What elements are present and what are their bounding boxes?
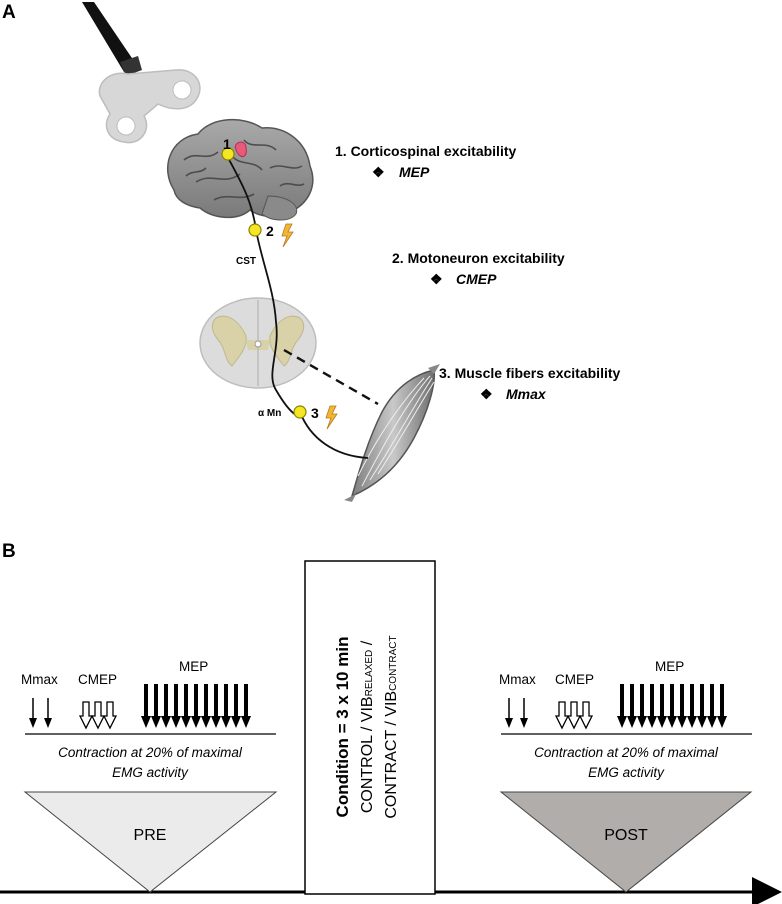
mmax-stimulus-arrow [505, 698, 513, 728]
stim-site-3-marker: 3 [293, 405, 338, 430]
post-contraction-line2: EMG activity [588, 765, 665, 780]
tms-coil-icon [82, 2, 201, 144]
post-cmep-label: CMEP [555, 672, 594, 687]
site2-measure: CMEP [456, 271, 497, 287]
cmep-stimulus-arrow [90, 701, 106, 730]
panel-b-letter: B [2, 541, 16, 562]
post-mmax-label: Mmax [499, 672, 536, 687]
lightning-bolt-icon [325, 405, 338, 430]
corticospinal-tract-line [225, 153, 301, 417]
pre-cmep-label: CMEP [78, 672, 117, 687]
pre-measurement-group: Mmax CMEP MEP Contraction at 20% of maxi… [21, 659, 278, 893]
mep-stimulus-arrow [231, 684, 241, 728]
panel-a-letter: A [2, 2, 16, 23]
post-block-label: POST [604, 827, 648, 844]
post-measurement-group: Mmax CMEP MEP Contraction at 20% of maxi… [499, 659, 753, 893]
mep-stimulus-arrow [717, 684, 727, 728]
mmax-stimulus-arrow [44, 698, 52, 728]
site2-bullet: ❖ [430, 271, 443, 287]
site1-bullet: ❖ [372, 164, 385, 180]
mmax-stimulus-arrow [520, 698, 528, 728]
spinal-cord-icon [199, 297, 317, 389]
mep-stimulus-arrow [677, 684, 687, 728]
post-contraction-line1: Contraction at 20% of maximal [534, 745, 719, 760]
mep-stimulus-arrow [151, 684, 161, 728]
mep-stimulus-arrow [201, 684, 211, 728]
pre-mmax-label: Mmax [21, 672, 58, 687]
mep-stimulus-arrow [617, 684, 627, 728]
cmep-stimulus-arrow [578, 701, 594, 730]
mep-stimulus-arrow [687, 684, 697, 728]
brain-icon [166, 118, 314, 221]
site2-title: 2. Motoneuron excitability [392, 250, 565, 266]
condition-title: Condition = 3 x 10 min [333, 637, 352, 818]
mep-stimulus-arrow [181, 684, 191, 728]
cmep-stimulus-arrow [554, 701, 570, 730]
cmep-stimulus-arrow [566, 701, 582, 730]
post-mep-label: MEP [655, 659, 684, 674]
mep-stimulus-arrow [161, 684, 171, 728]
cmep-stimulus-arrow [102, 701, 118, 730]
pre-block-label: PRE [134, 827, 167, 844]
site1-title: 1. Corticospinal excitability [335, 143, 516, 159]
lightning-bolt-icon [281, 223, 294, 248]
mep-stimulus-arrow [697, 684, 707, 728]
site3-bullet: ❖ [480, 386, 493, 402]
site3-title: 3. Muscle fibers excitability [439, 365, 621, 381]
alpha-mn-label: α Mn [258, 408, 281, 419]
stim-site-3-number: 3 [311, 405, 319, 421]
mmax-stimulus-arrow [29, 698, 37, 728]
stim-site-2-marker: 2 [248, 223, 294, 248]
cst-label: CST [236, 256, 256, 267]
mep-stimulus-arrow [627, 684, 637, 728]
mep-stimulus-arrow [221, 684, 231, 728]
site1-measure: MEP [399, 164, 430, 180]
condition-line2: CONTRACT / VIBCONTRACT [383, 635, 400, 818]
pre-contraction-line2: EMG activity [112, 765, 189, 780]
stim-site-1-marker: 1 [221, 136, 235, 161]
cmep-stimulus-arrow [78, 701, 94, 730]
mep-stimulus-arrow [667, 684, 677, 728]
mep-stimulus-arrow [637, 684, 647, 728]
pre-stimulus-arrows [29, 684, 251, 730]
mep-stimulus-arrow [241, 684, 251, 728]
stim-site-1-number: 1 [223, 136, 231, 152]
mep-stimulus-arrow [171, 684, 181, 728]
motor-axon-line [299, 411, 369, 459]
mep-stimulus-arrow [657, 684, 667, 728]
stim-site-2-number: 2 [266, 223, 274, 239]
muscle-fiber-dashed-line [283, 348, 379, 406]
pre-mep-label: MEP [179, 659, 208, 674]
condition-box: Condition = 3 x 10 min CONTROL / VIBRELA… [304, 560, 436, 895]
mep-stimulus-arrow [647, 684, 657, 728]
muscle-icon [344, 364, 440, 502]
pre-contraction-line1: Contraction at 20% of maximal [58, 745, 243, 760]
post-stimulus-arrows [505, 684, 727, 730]
condition-line1: CONTROL / VIBRELAXED / [359, 640, 376, 813]
site3-measure: Mmax [506, 386, 547, 402]
pre-block-triangle [23, 791, 278, 893]
post-block-triangle [499, 791, 753, 893]
mep-stimulus-arrow [191, 684, 201, 728]
mep-stimulus-arrow [141, 684, 151, 728]
mep-stimulus-arrow [211, 684, 221, 728]
mep-stimulus-arrow [707, 684, 717, 728]
